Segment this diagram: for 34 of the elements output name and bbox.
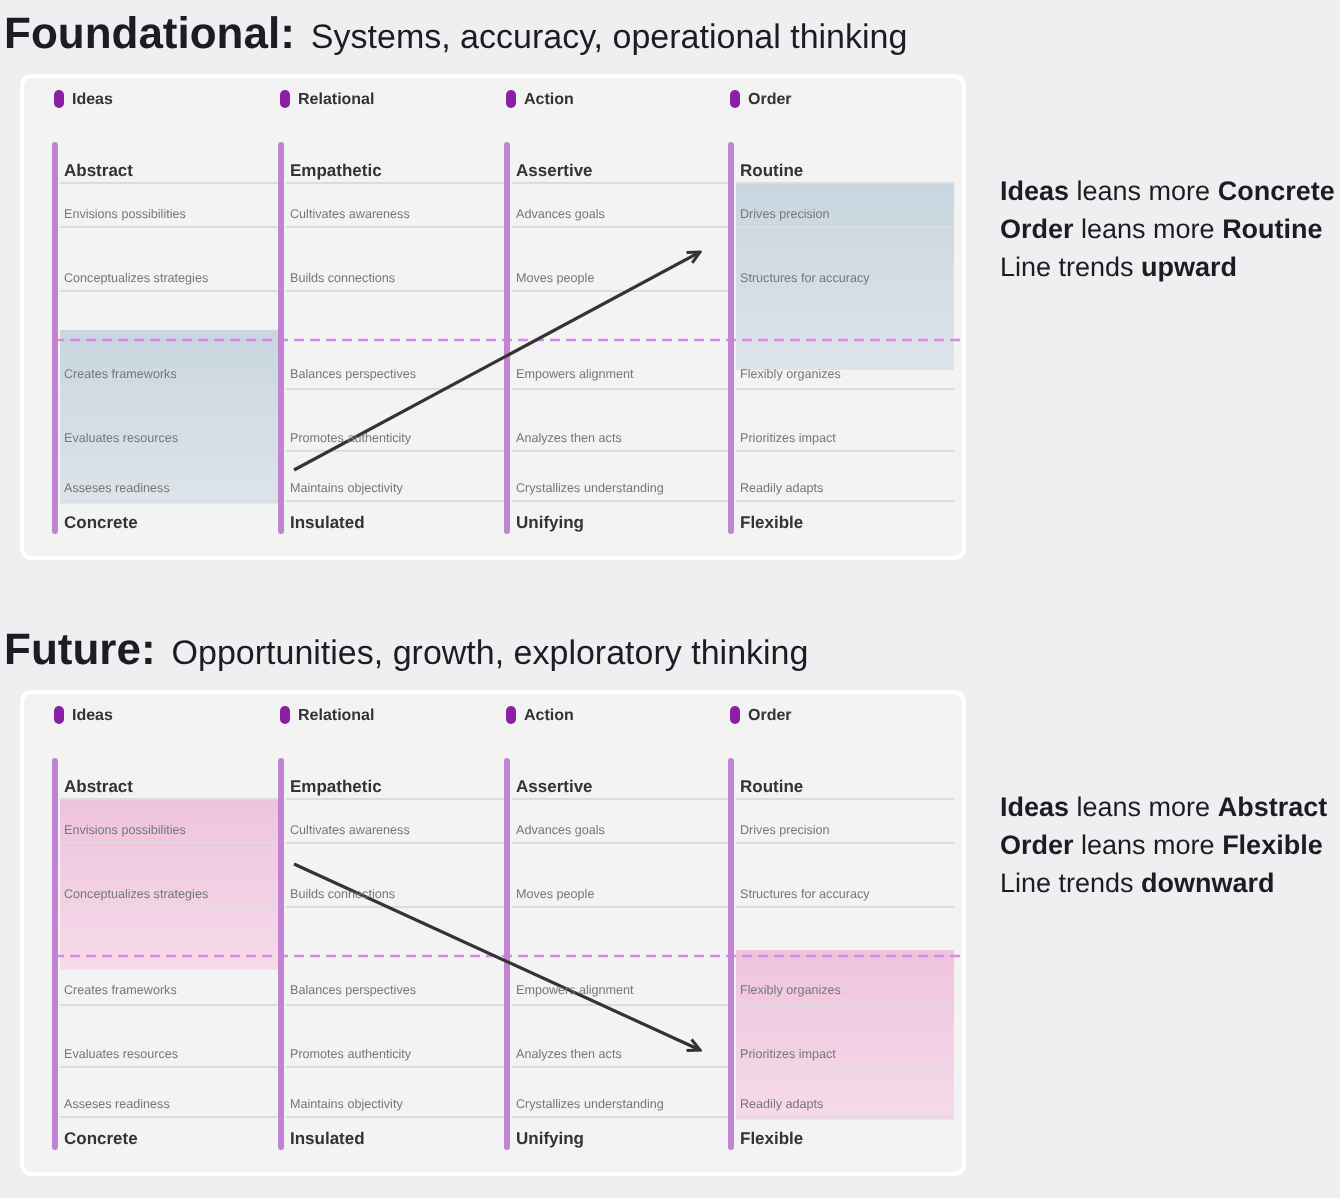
trait-heading: Concrete (64, 514, 138, 531)
column-header: Relational (298, 707, 375, 723)
trait-heading: Assertive (516, 162, 593, 179)
column-header: Relational (298, 91, 375, 107)
panel-heading: Foundational: (4, 6, 295, 62)
trait-heading: Unifying (516, 514, 584, 531)
trait-heading: Empathetic (290, 162, 382, 179)
column-header: Action (524, 91, 574, 107)
trait-heading: Routine (740, 162, 804, 179)
trait-heading: Routine (740, 778, 804, 795)
column-header: Order (748, 91, 792, 107)
column-header: Order (748, 707, 792, 723)
trait-heading: Empathetic (290, 778, 382, 795)
summary-note: Line trends upward (1000, 250, 1240, 284)
summary-note: Line trends downward (1000, 866, 1277, 900)
trait-heading: Abstract (64, 778, 133, 795)
column-header: Ideas (72, 91, 113, 107)
trait-heading: Assertive (516, 778, 593, 795)
summary-note: Order leans more Flexible (1000, 828, 1325, 862)
summary-note: Order leans more Routine (1000, 212, 1325, 246)
trait-heading: Flexible (740, 1130, 804, 1147)
trait-heading: Concrete (64, 1130, 138, 1147)
trait-heading: Insulated (290, 1130, 365, 1147)
summary-note: Ideas leans more Abstract (1000, 790, 1328, 824)
trait-heading: Insulated (290, 514, 365, 531)
trait-heading: Abstract (64, 162, 133, 179)
trait-heading: Unifying (516, 1130, 584, 1147)
panel-heading: Future: (4, 622, 156, 678)
panel-subheading: Opportunities, growth, exploratory thinking (171, 632, 809, 676)
panel-subheading: Systems, accuracy, operational thinking (310, 16, 908, 60)
column-header: Action (524, 707, 574, 723)
trait-heading: Flexible (740, 514, 804, 531)
summary-note: Ideas leans more Concrete (1000, 174, 1335, 208)
column-header: Ideas (72, 707, 113, 723)
